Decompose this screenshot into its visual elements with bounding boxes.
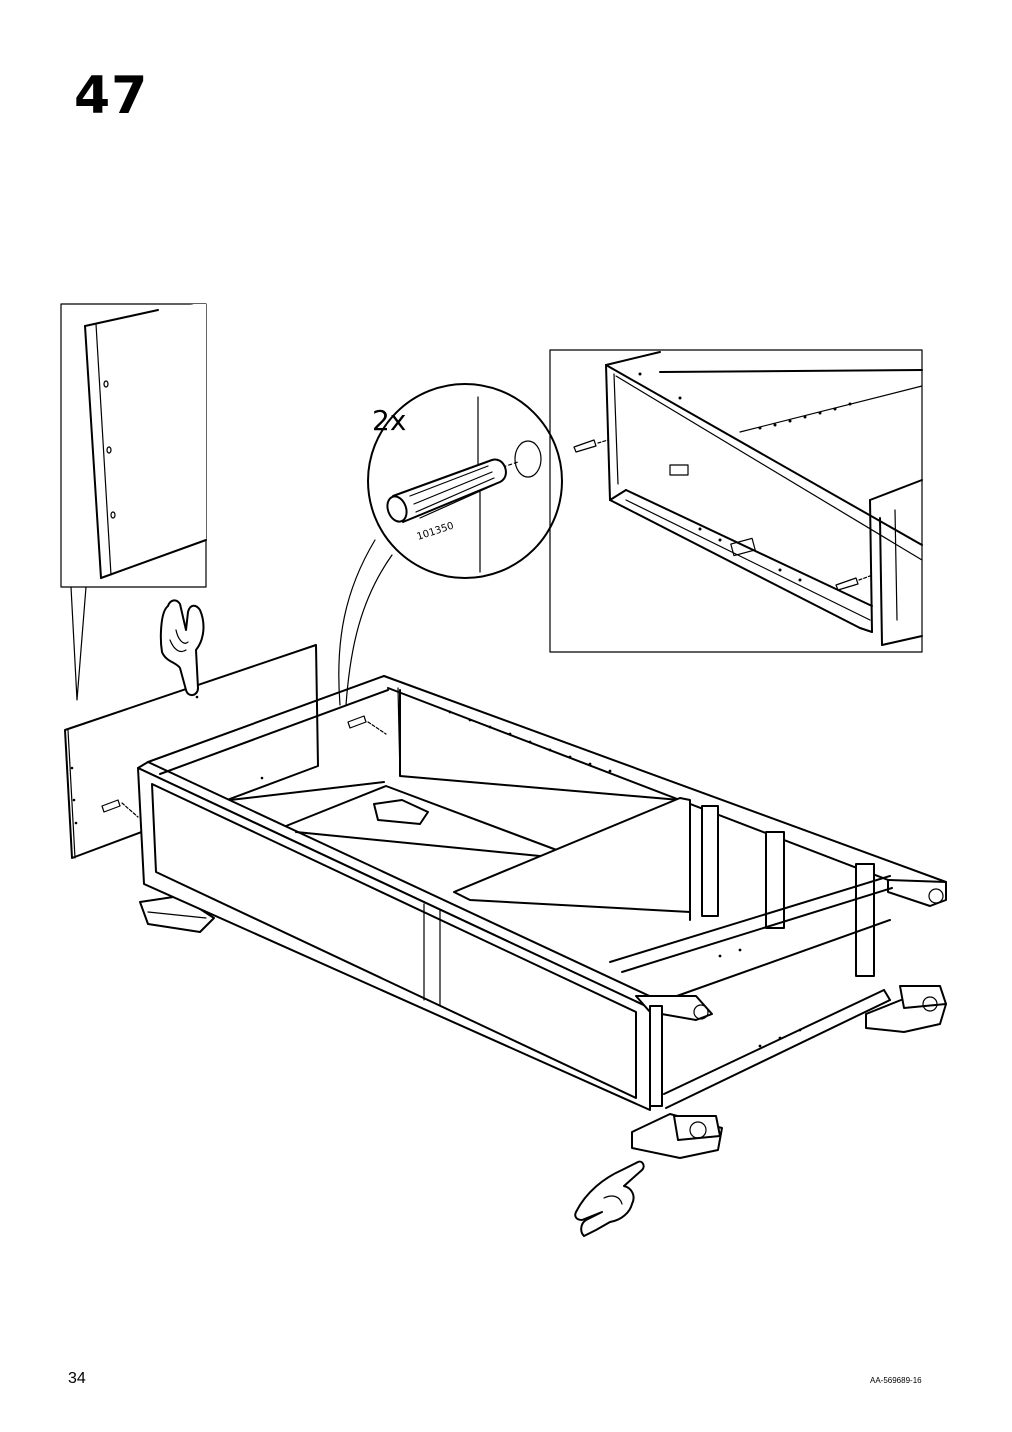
step-number: 47	[74, 66, 149, 126]
frame-detail-inset	[549, 349, 923, 653]
side-panel	[64, 644, 387, 859]
hand-pointing-icon-bottom	[574, 1160, 645, 1237]
sofa-frame	[137, 675, 947, 1159]
page-number: 34	[68, 1370, 86, 1387]
quantity-label: 2x	[372, 404, 406, 437]
dowel-callout	[338, 383, 563, 706]
hand-pointing-icon	[159, 599, 205, 696]
panel-detail-inset	[60, 303, 207, 701]
document-id: AA-569689-16	[870, 1376, 922, 1385]
